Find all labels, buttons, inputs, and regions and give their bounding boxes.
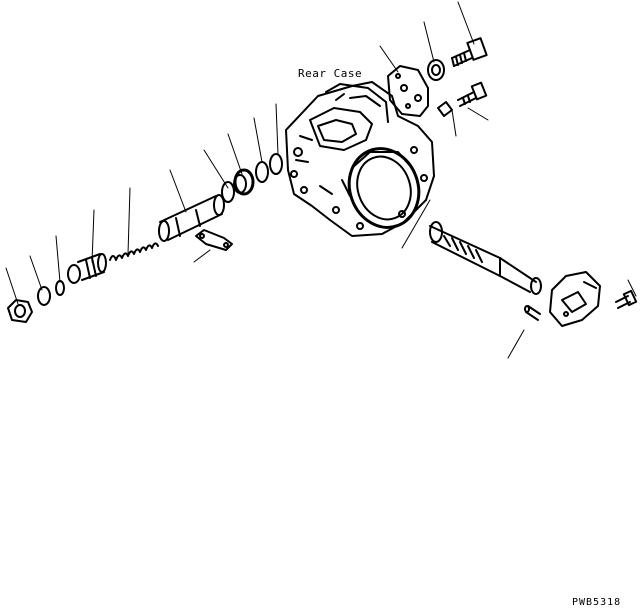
seal-ring-2 <box>256 162 268 182</box>
rear-cover-plate <box>388 66 428 116</box>
bearing <box>234 170 253 194</box>
plug-nut <box>8 300 32 322</box>
drawing-code: PWB5318 <box>572 597 622 608</box>
rear-case-label: Rear Case <box>298 67 363 80</box>
retainer-ring <box>222 182 234 202</box>
piston <box>159 195 224 241</box>
snap-ring <box>38 287 50 305</box>
link-bracket <box>196 230 232 250</box>
o-ring-small <box>56 281 64 295</box>
seal-ring-1 <box>270 154 282 174</box>
rear-case-housing <box>286 82 434 237</box>
valve-spool <box>68 254 106 283</box>
leader-lines <box>6 2 636 358</box>
drive-shaft <box>430 222 541 294</box>
cam-plate <box>550 272 600 326</box>
cap-bolt <box>452 38 487 66</box>
dowel-pin <box>525 306 540 320</box>
small-screw <box>458 83 486 106</box>
set-screw <box>616 291 636 308</box>
lock-nut <box>428 60 444 80</box>
coil-spring <box>110 243 158 260</box>
small-washer <box>438 102 452 116</box>
